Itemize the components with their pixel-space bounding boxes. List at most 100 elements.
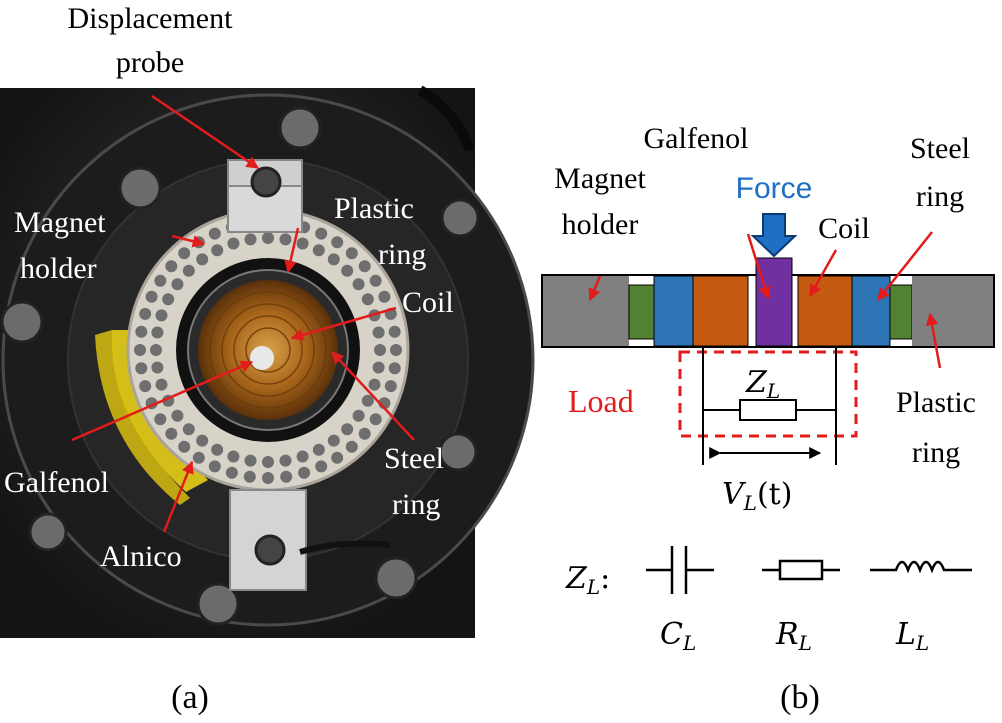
ring-hole bbox=[211, 443, 224, 456]
ring-hole bbox=[358, 427, 371, 440]
galfenol-rod-schematic bbox=[755, 257, 793, 347]
probe-screw-icon bbox=[250, 166, 282, 198]
magnet-holder-left bbox=[543, 276, 629, 346]
ring-hole bbox=[331, 451, 344, 464]
ring-hole bbox=[388, 362, 401, 375]
label-galfenol: Galfenol bbox=[4, 466, 109, 499]
steel-ring-right bbox=[851, 275, 891, 347]
ring-hole bbox=[165, 427, 178, 440]
label-load: Load bbox=[568, 383, 634, 419]
ring-hole bbox=[296, 237, 309, 250]
ring-hole bbox=[192, 451, 205, 464]
label-plastic-ring-2: ring bbox=[378, 238, 426, 271]
ring-hole bbox=[372, 326, 385, 339]
label-galfenol-b: Galfenol bbox=[644, 122, 749, 155]
load-circuit bbox=[702, 346, 837, 465]
label-plastic-ring-1: Plastic bbox=[334, 192, 414, 225]
ring-hole bbox=[372, 361, 385, 374]
coil-left bbox=[692, 275, 749, 347]
resistor-icon bbox=[762, 559, 840, 581]
label-inductor: LL bbox=[895, 617, 929, 655]
legend-symbols bbox=[646, 546, 972, 594]
label-plastic-ring-b-2: ring bbox=[912, 436, 960, 469]
alnico-left bbox=[628, 284, 655, 340]
ring-hole bbox=[243, 470, 256, 483]
ring-hole bbox=[154, 413, 167, 426]
ring-hole bbox=[262, 456, 274, 468]
ring-hole bbox=[390, 344, 402, 356]
alnico-right bbox=[889, 284, 913, 340]
ring-hole bbox=[171, 409, 184, 422]
label-coil: Coil bbox=[402, 286, 454, 319]
ring-hole bbox=[341, 423, 354, 436]
coil-windings bbox=[209, 291, 327, 409]
ring-hole bbox=[135, 362, 148, 375]
ring-hole bbox=[315, 460, 328, 473]
ring-hole bbox=[182, 264, 195, 277]
plastic-ring-holes bbox=[134, 216, 402, 484]
panel-b-schematic: Galfenol Force Magnet holder Coil Steel … bbox=[541, 122, 995, 716]
panel-a-labels: Displacement probe Magnet holder Plastic… bbox=[4, 2, 454, 716]
ring-hole bbox=[298, 466, 311, 479]
panel-a-arrows bbox=[71, 94, 415, 533]
label-steel-ring-2: ring bbox=[392, 488, 440, 521]
label-magnet-holder-2: holder bbox=[20, 252, 97, 285]
panel-a-photo bbox=[0, 85, 535, 638]
ring-hole bbox=[225, 466, 238, 479]
ring-hole bbox=[196, 253, 209, 266]
ring-hole bbox=[312, 244, 325, 257]
bottom-screw-icon bbox=[254, 534, 286, 566]
ring-hole bbox=[227, 450, 240, 463]
inductor-icon bbox=[870, 560, 972, 574]
ring-hole bbox=[150, 344, 162, 356]
steel-ring-left bbox=[653, 275, 694, 347]
ring-hole bbox=[196, 434, 209, 447]
ring-hole bbox=[244, 454, 257, 467]
ring-hole bbox=[341, 264, 354, 277]
top-bracket-plate bbox=[227, 185, 303, 233]
ring-hole bbox=[296, 450, 309, 463]
ring-hole bbox=[279, 454, 292, 467]
ring-hole bbox=[171, 278, 184, 291]
ring-hole bbox=[352, 278, 365, 291]
label-steel-ring-1: Steel bbox=[384, 442, 444, 475]
label-steel-ring-b-2: ring bbox=[916, 180, 964, 213]
top-cable bbox=[417, 85, 475, 152]
ring-hole bbox=[315, 227, 328, 240]
caption-b: (b) bbox=[780, 679, 820, 716]
ring-hole bbox=[165, 260, 178, 273]
ring-hole bbox=[208, 227, 221, 240]
ring-hole bbox=[384, 380, 397, 393]
label-displacement-probe-2: probe bbox=[116, 46, 184, 79]
ring-hole bbox=[388, 325, 401, 338]
ring-hole bbox=[369, 413, 382, 426]
ring-hole bbox=[369, 274, 382, 287]
ring-hole bbox=[135, 325, 148, 338]
ring-hole bbox=[145, 290, 158, 303]
probe-cable bbox=[299, 540, 391, 555]
ring-hole bbox=[368, 378, 381, 391]
ring-hole bbox=[227, 237, 240, 250]
ring-hole bbox=[262, 232, 274, 244]
ring-hole bbox=[327, 253, 340, 266]
label-impedance: ZL bbox=[745, 365, 780, 403]
panel-b-arrows bbox=[588, 231, 942, 369]
ring-hole bbox=[244, 233, 257, 246]
label-plastic-ring-b-1: Plastic bbox=[896, 386, 976, 419]
ring-hole bbox=[151, 361, 164, 374]
ring-hole bbox=[182, 423, 195, 436]
ring-hole bbox=[345, 440, 358, 453]
ring-hole bbox=[139, 380, 152, 393]
ring-hole bbox=[155, 309, 168, 322]
ring-hole bbox=[361, 394, 374, 407]
force-arrow-icon bbox=[750, 213, 798, 258]
ring-hole bbox=[162, 293, 175, 306]
ring-hole bbox=[345, 247, 358, 260]
label-voltage: VL(t) bbox=[722, 477, 792, 515]
ring-hole bbox=[155, 378, 168, 391]
ring-hole bbox=[280, 470, 293, 483]
ring-hole bbox=[279, 233, 292, 246]
galfenol-rod bbox=[250, 346, 274, 370]
capacitor-icon bbox=[646, 546, 714, 594]
